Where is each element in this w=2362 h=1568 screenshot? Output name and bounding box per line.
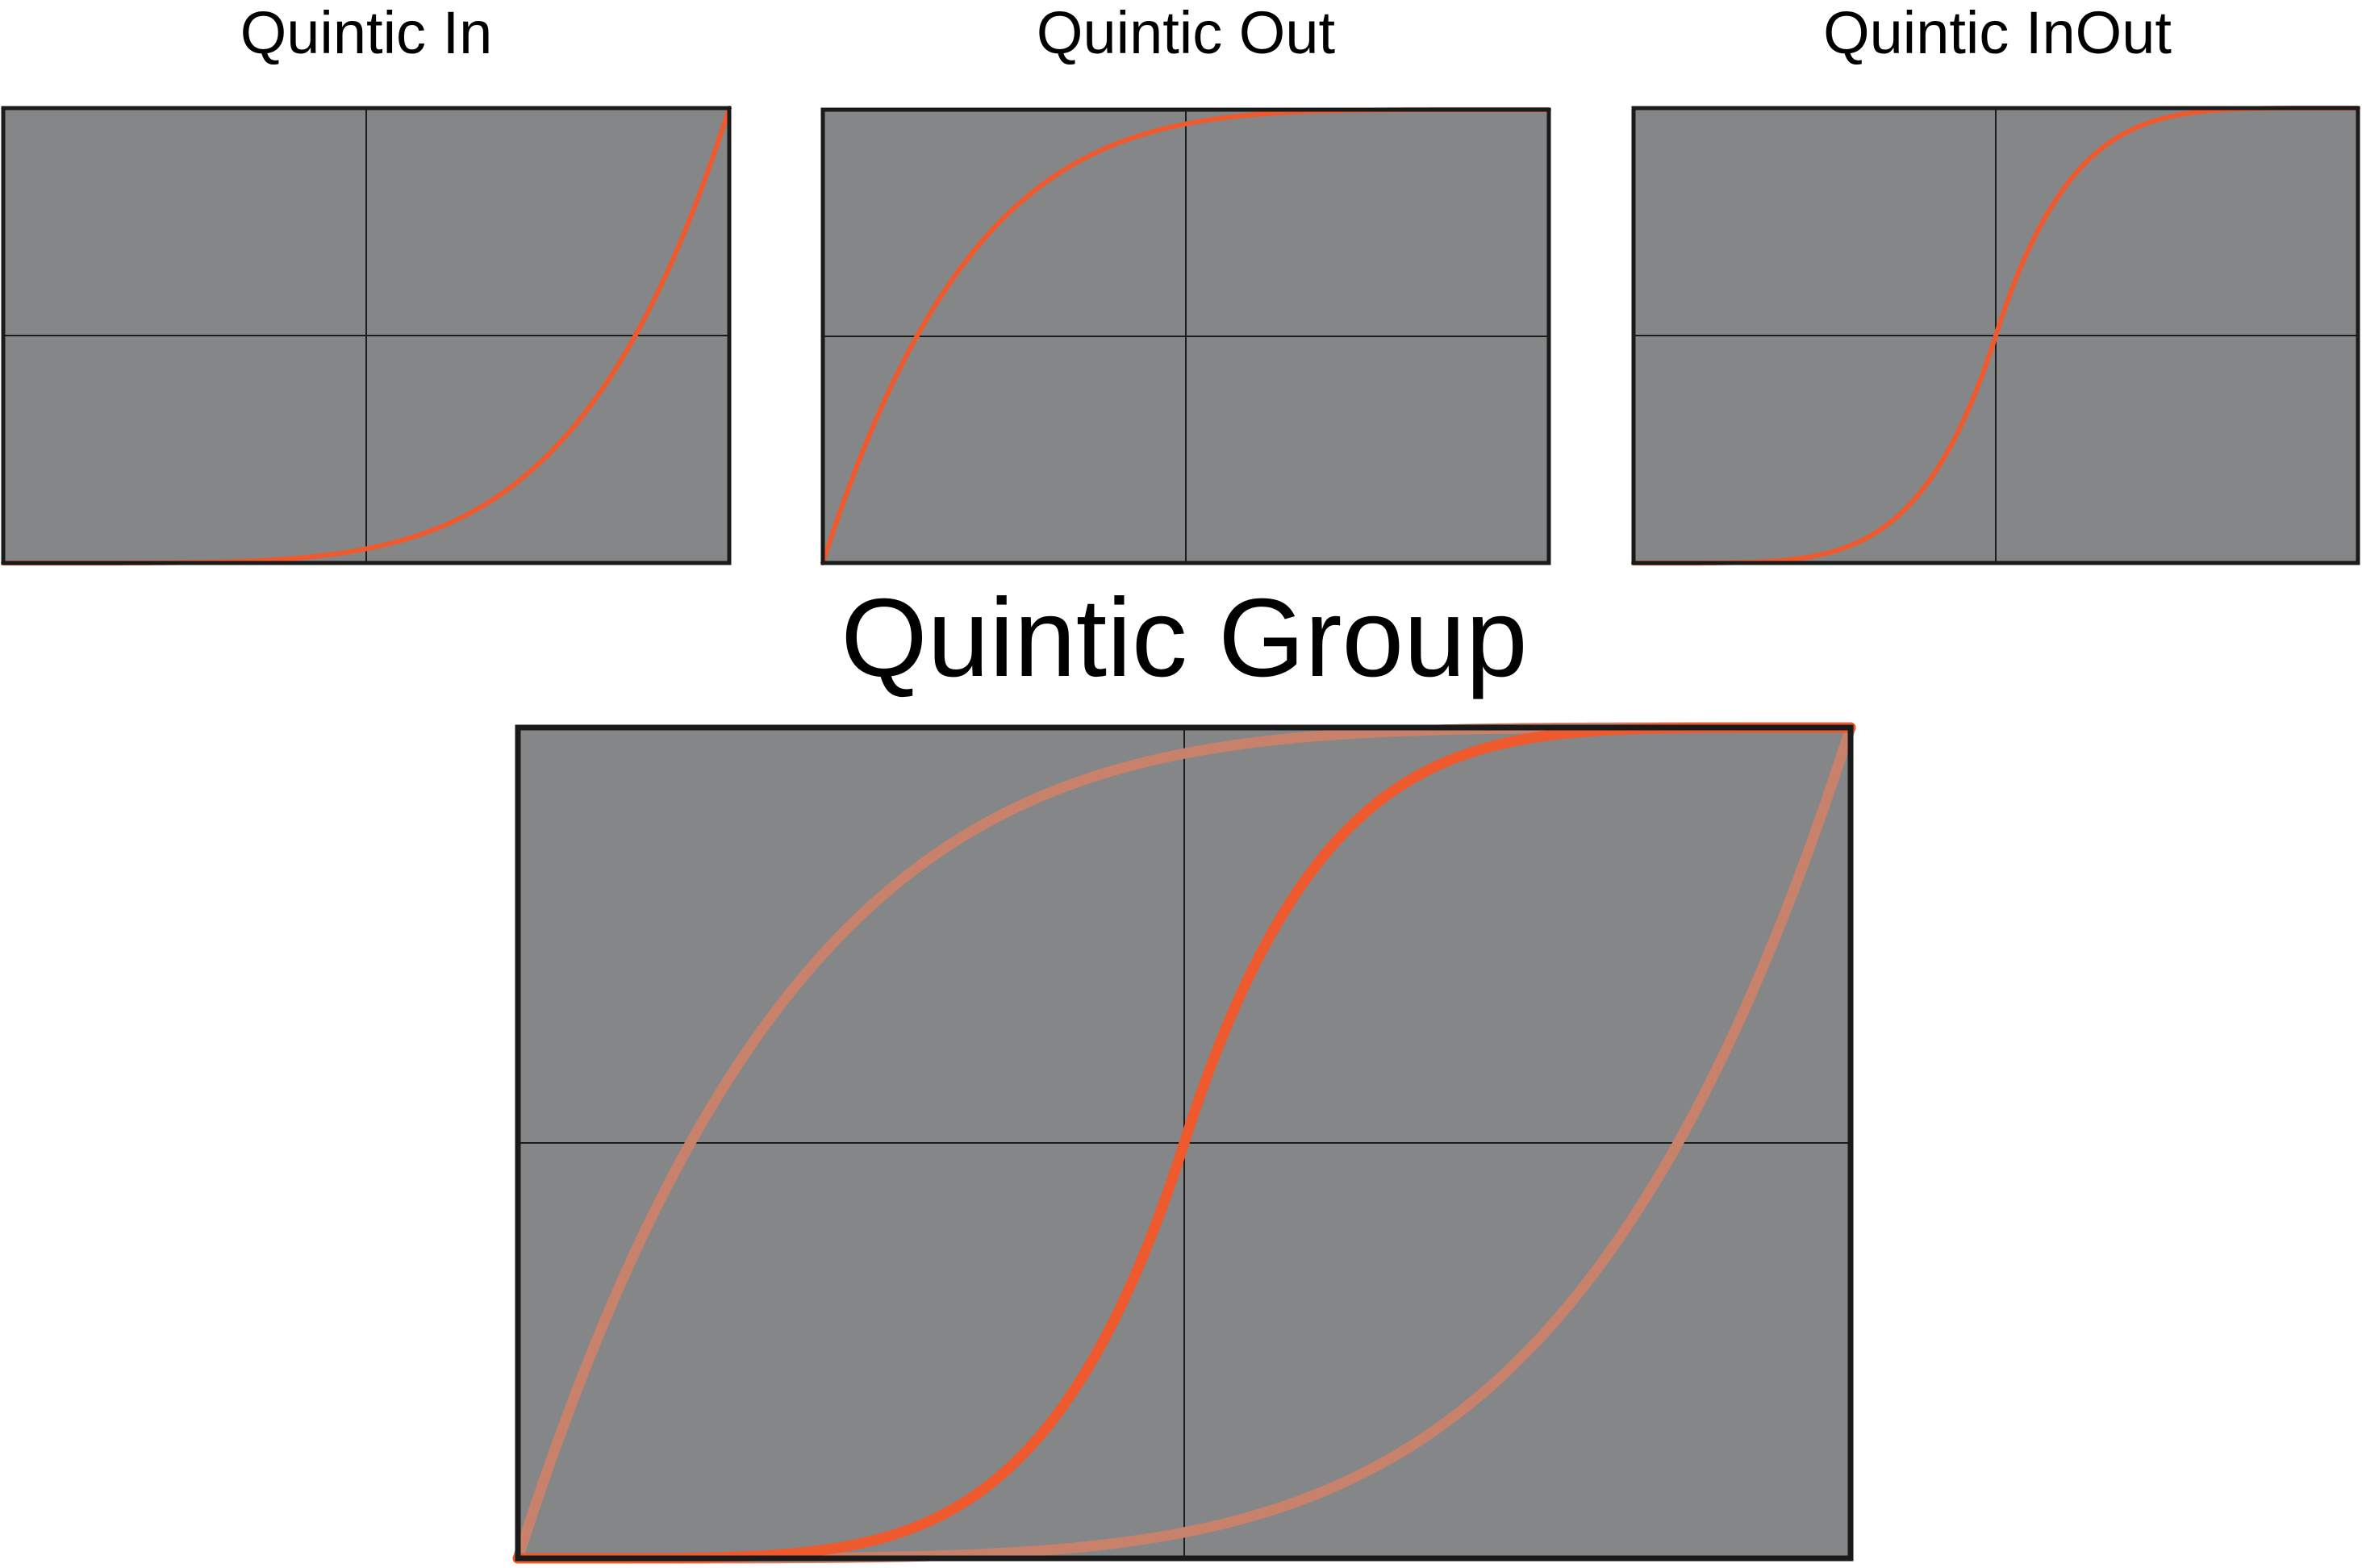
plot-border <box>515 724 1854 1562</box>
chart-panel-quintic-in <box>1 106 732 565</box>
chart-panel-quintic-group <box>512 722 1856 1564</box>
plot-border <box>1631 106 2360 565</box>
chart-title-quintic-in: Quintic In <box>240 0 493 66</box>
chart-panel-quintic-inout <box>1631 106 2360 565</box>
plot-border <box>1 106 732 565</box>
chart-panel-quintic-out <box>820 107 1551 565</box>
chart-title-quintic-group: Quintic Group <box>841 576 1527 700</box>
chart-title-quintic-out: Quintic Out <box>1037 0 1336 66</box>
chart-title-quintic-inout: Quintic InOut <box>1823 0 2172 66</box>
plot-border <box>820 107 1551 565</box>
